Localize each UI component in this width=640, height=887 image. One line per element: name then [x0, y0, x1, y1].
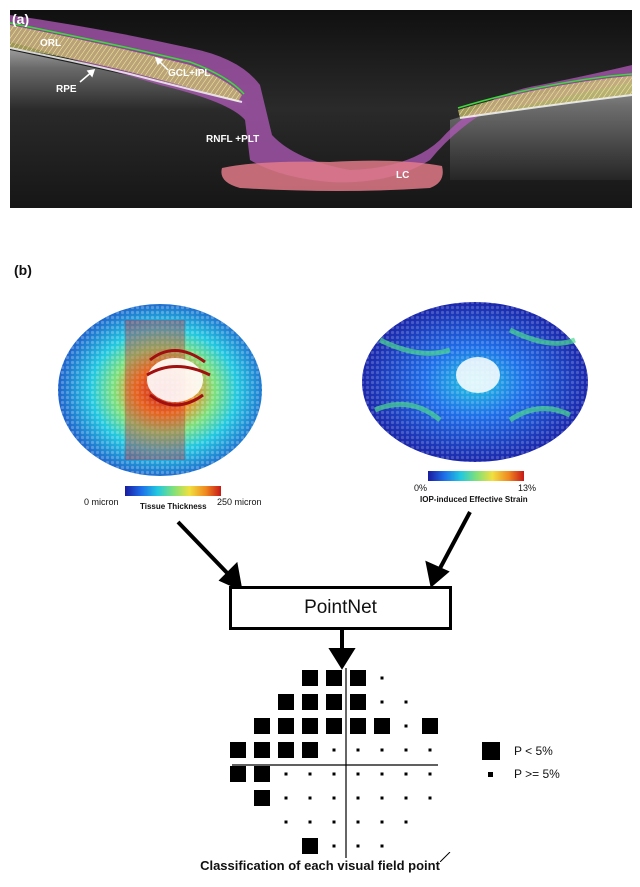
vf-point-normal: [380, 820, 384, 824]
vf-point-normal: [284, 796, 288, 800]
vf-point-significant: [350, 718, 366, 734]
thickness-min-label: 0 micron: [84, 497, 119, 507]
strain-title: IOP-induced Effective Strain: [420, 495, 528, 504]
vf-point-significant: [278, 694, 294, 710]
vf-point-normal: [404, 700, 408, 704]
caption-tick: [440, 852, 451, 862]
label-rpe: RPE: [56, 84, 77, 95]
vf-point-significant: [254, 718, 270, 734]
strain-min-label: 0%: [414, 483, 428, 493]
vf-point-significant: [230, 766, 246, 782]
vf-point-significant: [326, 694, 342, 710]
vf-point-normal: [284, 772, 288, 776]
pointnet-box: PointNet: [229, 586, 452, 630]
vf-point-normal: [380, 676, 384, 680]
visual-field-grid: [230, 668, 438, 858]
vf-point-normal: [428, 796, 432, 800]
vf-point-significant: [254, 790, 270, 806]
vf-point-normal: [356, 820, 360, 824]
lc-layer: [221, 160, 443, 191]
vf-point-normal: [404, 796, 408, 800]
vf-point-normal: [308, 796, 312, 800]
arrow-head-down: [328, 648, 356, 670]
vf-point-normal: [404, 820, 408, 824]
vf-point-significant: [230, 742, 246, 758]
label-gcl-ipl: GCL+IPL: [168, 68, 211, 79]
vf-point-significant: [326, 718, 342, 734]
vf-point-normal: [404, 724, 408, 728]
vf-point-normal: [332, 820, 336, 824]
vf-point-significant: [254, 742, 270, 758]
arrow-head-right: [425, 560, 450, 588]
vf-point-normal: [332, 796, 336, 800]
vf-point-significant: [302, 742, 318, 758]
label-rnfl-plt: RNFL +PLT: [206, 134, 260, 145]
panel-a-label: (a): [12, 11, 30, 27]
oct-arrows: [79, 56, 169, 83]
vf-point-significant: [302, 694, 318, 710]
legend-significant-label: P < 5%: [514, 744, 553, 758]
oct-scan-panel: ORL RPE GCL+IPL RNFL +PLT LC: [9, 10, 633, 208]
thickness-colorbar: [125, 486, 221, 496]
label-lc: LC: [396, 170, 410, 181]
vf-point-significant: [326, 670, 342, 686]
vf-point-normal: [380, 796, 384, 800]
gcl-ipl-layer-left: [10, 25, 242, 102]
vf-point-normal: [356, 748, 360, 752]
vf-point-significant: [422, 718, 438, 734]
vf-point-normal: [380, 772, 384, 776]
vf-point-normal: [380, 844, 384, 848]
vf-point-normal: [308, 820, 312, 824]
strain-colorbar: [428, 471, 524, 481]
vf-point-normal: [284, 820, 288, 824]
oct-scan-image: [9, 10, 633, 208]
vf-point-normal: [308, 772, 312, 776]
thickness-map: [58, 304, 262, 476]
vf-point-significant: [278, 718, 294, 734]
vf-point-normal: [356, 844, 360, 848]
thickness-max-label: 250 micron: [217, 497, 262, 507]
thickness-title: Tissue Thickness: [140, 502, 207, 511]
vf-point-normal: [356, 772, 360, 776]
legend-significant-marker: [482, 742, 500, 760]
label-orl: ORL: [40, 38, 62, 49]
vf-point-significant: [302, 838, 318, 854]
vf-point-normal: [380, 748, 384, 752]
vf-point-normal: [380, 700, 384, 704]
gcl-ipl-layer-right: [458, 76, 632, 118]
vf-point-normal: [428, 772, 432, 776]
vf-point-significant: [350, 694, 366, 710]
legend-not-significant-label: P >= 5%: [514, 767, 560, 781]
vf-point-significant: [254, 766, 270, 782]
panel-b-label: (b): [14, 262, 32, 278]
vf-point-normal: [404, 748, 408, 752]
legend-not-significant-marker: [488, 772, 493, 777]
vf-point-normal: [332, 772, 336, 776]
vf-point-significant: [278, 742, 294, 758]
figure-caption: Classification of each visual field poin…: [200, 858, 440, 873]
vf-point-significant: [302, 718, 318, 734]
strain-max-label: 13%: [518, 483, 537, 493]
vf-point-significant: [350, 670, 366, 686]
vf-point-normal: [404, 772, 408, 776]
vf-point-normal: [428, 748, 432, 752]
vf-point-normal: [356, 796, 360, 800]
arrow-head-left: [218, 561, 243, 592]
vf-point-normal: [332, 748, 336, 752]
vf-point-significant: [374, 718, 390, 734]
strain-map: [362, 302, 588, 462]
vf-point-significant: [302, 670, 318, 686]
vf-point-normal: [332, 844, 336, 848]
